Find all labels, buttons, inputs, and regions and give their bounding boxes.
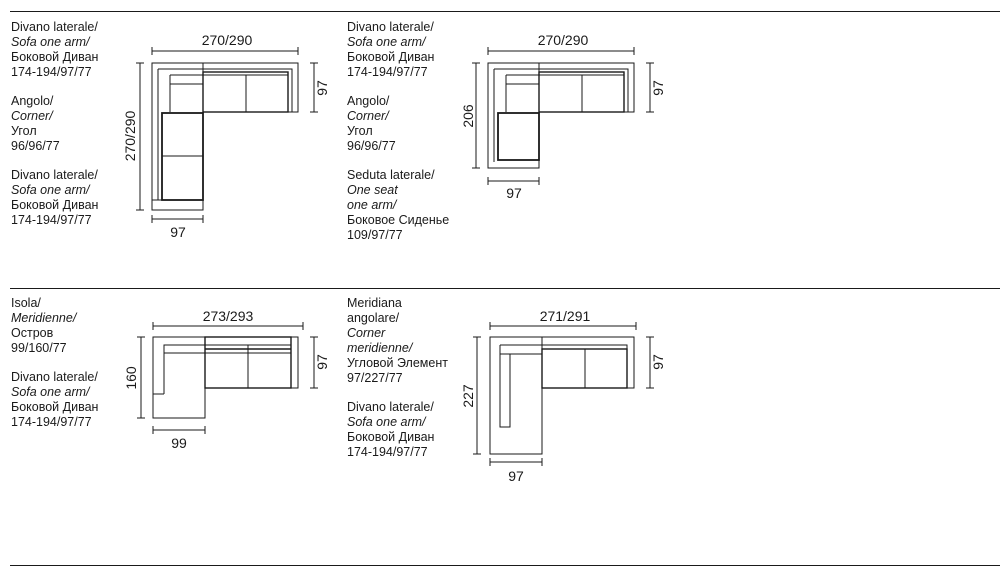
bottom-divider	[10, 565, 1000, 566]
legend-item: Divano laterale/ Sofa one arm/ Боковой Д…	[11, 168, 99, 227]
legend-item: Angolo/ Corner/ Угол 96/96/77	[11, 94, 60, 153]
dim-top: 271/291	[540, 308, 591, 324]
legend-item: Divano laterale/ Sofa one arm/ Боковой Д…	[11, 370, 99, 429]
legend-s2: Divano laterale/ Sofa one arm/ Боковой Д…	[347, 20, 449, 257]
dim-right: 97	[314, 354, 330, 370]
dim-top: 273/293	[203, 308, 254, 324]
dim-top: 270/290	[538, 32, 589, 48]
legend-item: Divano laterale/ Sofa one arm/ Боковой Д…	[11, 20, 99, 79]
plan-s4: 271/291 97 227 97	[460, 308, 666, 484]
plan-s3: 273/293 97 160 99	[123, 308, 330, 451]
legend-s1: Divano laterale/ Sofa one arm/ Боковой Д…	[11, 20, 98, 242]
legend-item: Seduta laterale/ One seat one arm/ Боков…	[347, 168, 450, 242]
dim-bottom: 97	[506, 185, 522, 201]
plan-s1: 270/290 97 270/290 97	[122, 32, 330, 240]
plan-s2: 270/290 97 206 97	[460, 32, 666, 201]
legend-item: Isola/ Meridienne/ Остров 99/160/77	[11, 296, 77, 355]
dim-left: 227	[460, 384, 476, 408]
dim-top: 270/290	[202, 32, 253, 48]
dim-right: 97	[314, 80, 330, 96]
legend-s3: Isola/ Meridienne/ Остров 99/160/77 Diva…	[11, 296, 98, 444]
dim-bottom: 97	[508, 468, 524, 484]
middle-divider	[10, 288, 1000, 289]
legend-item: Meridiana angolare/ Corner meridienne/ У…	[347, 296, 448, 385]
legend-s4: Meridiana angolare/ Corner meridienne/ У…	[347, 296, 448, 474]
dim-bottom: 99	[171, 435, 187, 451]
dim-left: 206	[460, 104, 476, 128]
legend-item: Divano laterale/ Sofa one arm/ Боковой Д…	[347, 400, 435, 459]
top-divider	[10, 11, 1000, 12]
dim-right: 97	[650, 80, 666, 96]
dim-bottom: 97	[170, 224, 186, 240]
dim-left: 270/290	[122, 110, 138, 161]
dim-right: 97	[650, 354, 666, 370]
legend-item: Angolo/ Corner/ Угол 96/96/77	[347, 94, 396, 153]
legend-item: Divano laterale/ Sofa one arm/ Боковой Д…	[347, 20, 435, 79]
dim-left: 160	[123, 366, 139, 390]
